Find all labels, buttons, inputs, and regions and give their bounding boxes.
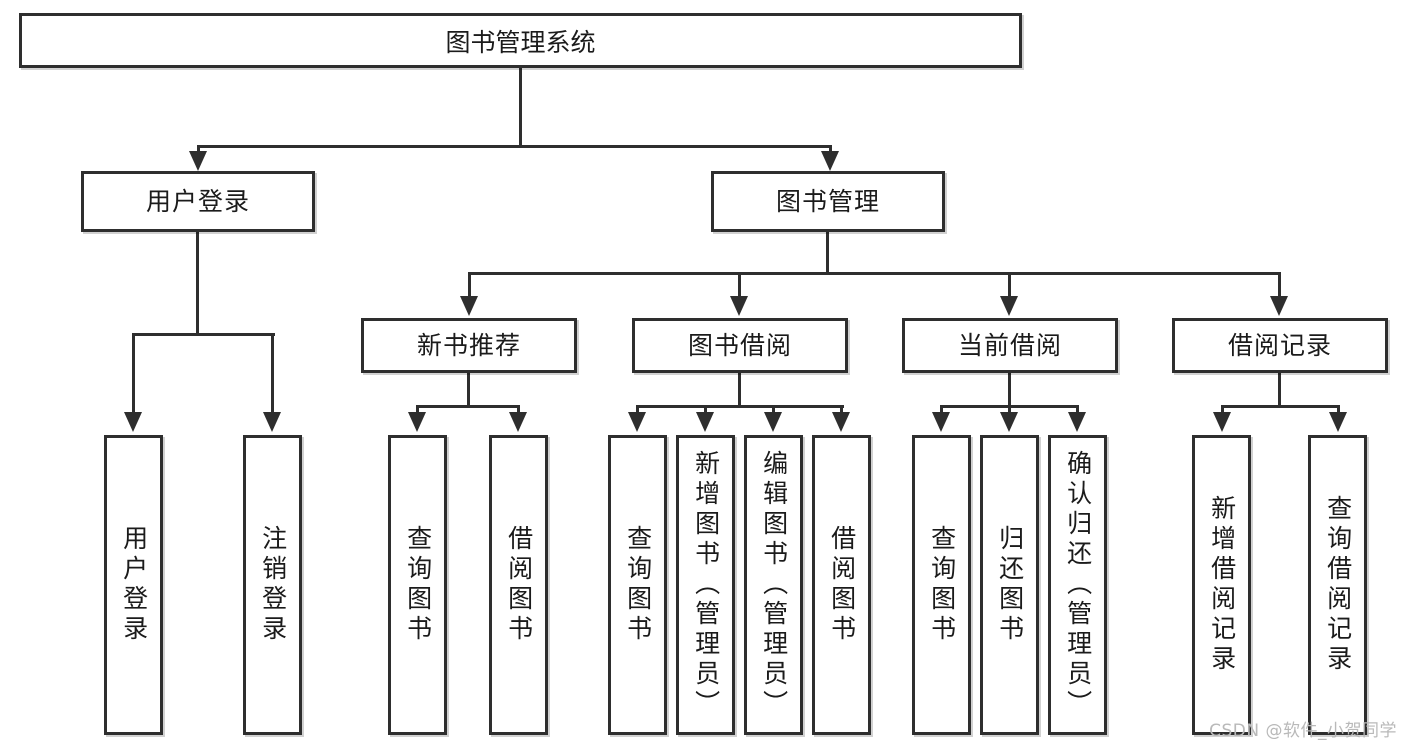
leaf-query-borrow-record[interactable]: 查询借阅记录 bbox=[1308, 435, 1367, 735]
leaf-add-book-admin[interactable]: 新增图书（管理员） bbox=[676, 435, 735, 735]
node-label: 用户登录 bbox=[119, 525, 149, 645]
arrow-to-leaf-logout bbox=[263, 412, 281, 432]
arrow-to-leaf-br-2 bbox=[1329, 412, 1347, 432]
node-current-borrow[interactable]: 当前借阅 bbox=[902, 318, 1118, 373]
node-label: 查询图书 bbox=[403, 525, 433, 645]
connector-user-login-drop-2 bbox=[271, 333, 274, 419]
arrow-to-leaf-nbr-2 bbox=[509, 412, 527, 432]
connector-br-bus bbox=[1222, 405, 1339, 408]
arrow-to-leaf-cb-1 bbox=[932, 412, 950, 432]
node-label: 查询图书 bbox=[623, 525, 653, 645]
connector-bm-drop-1 bbox=[468, 272, 471, 302]
arrow-to-book-management bbox=[821, 151, 839, 171]
connector-user-login-bus bbox=[133, 333, 275, 336]
connector-bm-drop-4 bbox=[1278, 272, 1281, 302]
arrow-to-leaf-bb-1 bbox=[628, 412, 646, 432]
arrow-to-leaf-user-login bbox=[124, 412, 142, 432]
node-label: 确认归还（管理员） bbox=[1063, 450, 1093, 720]
node-label: 图书管理系统 bbox=[445, 27, 596, 57]
arrow-to-leaf-cb-2 bbox=[1000, 412, 1018, 432]
node-label: 用户登录 bbox=[145, 186, 250, 216]
node-label: 新增借阅记录 bbox=[1207, 495, 1237, 675]
arrow-to-leaf-bb-3 bbox=[764, 412, 782, 432]
connector-bm-drop-2 bbox=[738, 272, 741, 302]
arrow-to-current-borrow bbox=[1000, 296, 1018, 316]
connector-bb-trunk bbox=[738, 373, 741, 407]
node-label: 当前借阅 bbox=[957, 330, 1062, 360]
arrow-to-borrow-record bbox=[1270, 296, 1288, 316]
leaf-query-book-cb[interactable]: 查询图书 bbox=[912, 435, 971, 735]
node-label: 借阅图书 bbox=[827, 525, 857, 645]
node-user-login[interactable]: 用户登录 bbox=[81, 171, 315, 232]
connector-bb-bus bbox=[637, 405, 844, 408]
leaf-user-login[interactable]: 用户登录 bbox=[104, 435, 163, 735]
watermark-text: CSDN @软件_小贺同学 bbox=[1209, 721, 1397, 741]
node-book-management[interactable]: 图书管理 bbox=[711, 171, 945, 232]
arrow-to-leaf-bb-2 bbox=[696, 412, 714, 432]
arrow-to-book-borrow bbox=[730, 296, 748, 316]
node-label: 查询借阅记录 bbox=[1323, 495, 1353, 675]
connector-book-management-bus bbox=[469, 272, 1281, 275]
leaf-query-book-bb[interactable]: 查询图书 bbox=[608, 435, 667, 735]
connector-cb-trunk bbox=[1008, 373, 1011, 407]
connector-user-login-trunk bbox=[196, 232, 199, 336]
node-book-borrow[interactable]: 图书借阅 bbox=[632, 318, 848, 373]
node-label: 借阅图书 bbox=[504, 525, 534, 645]
connector-nbr-bus bbox=[417, 405, 520, 408]
leaf-borrow-book-bb[interactable]: 借阅图书 bbox=[812, 435, 871, 735]
leaf-edit-book-admin[interactable]: 编辑图书（管理员） bbox=[744, 435, 803, 735]
leaf-query-book-nbr[interactable]: 查询图书 bbox=[388, 435, 447, 735]
leaf-borrow-book-nbr[interactable]: 借阅图书 bbox=[489, 435, 548, 735]
node-label: 图书管理 bbox=[775, 186, 880, 216]
connector-br-trunk bbox=[1278, 373, 1281, 407]
leaf-return-book[interactable]: 归还图书 bbox=[980, 435, 1039, 735]
node-book-management-system[interactable]: 图书管理系统 bbox=[19, 13, 1022, 68]
leaf-confirm-return-admin[interactable]: 确认归还（管理员） bbox=[1048, 435, 1107, 735]
node-label: 图书借阅 bbox=[687, 330, 792, 360]
connector-root-trunk bbox=[519, 68, 522, 147]
leaf-logout[interactable]: 注销登录 bbox=[243, 435, 302, 735]
arrow-to-user-login bbox=[189, 151, 207, 171]
node-label: 借阅记录 bbox=[1227, 330, 1332, 360]
node-label: 归还图书 bbox=[995, 525, 1025, 645]
connector-book-management-trunk bbox=[826, 232, 829, 274]
leaf-add-borrow-record[interactable]: 新增借阅记录 bbox=[1192, 435, 1251, 735]
connector-user-login-drop-1 bbox=[132, 333, 135, 419]
connector-nbr-trunk bbox=[467, 373, 470, 407]
node-label: 新书推荐 bbox=[416, 330, 521, 360]
node-label: 新增图书（管理员） bbox=[691, 450, 721, 720]
arrow-to-leaf-cb-3 bbox=[1068, 412, 1086, 432]
connector-root-bus bbox=[199, 145, 832, 148]
arrow-to-leaf-bb-4 bbox=[832, 412, 850, 432]
node-new-book-recommend[interactable]: 新书推荐 bbox=[361, 318, 577, 373]
arrow-to-leaf-nbr-1 bbox=[408, 412, 426, 432]
node-borrow-record[interactable]: 借阅记录 bbox=[1172, 318, 1388, 373]
node-label: 查询图书 bbox=[927, 525, 957, 645]
arrow-to-new-book-recommend bbox=[460, 296, 478, 316]
node-label: 编辑图书（管理员） bbox=[759, 450, 789, 720]
arrow-to-leaf-br-1 bbox=[1213, 412, 1231, 432]
node-label: 注销登录 bbox=[258, 525, 288, 645]
connector-bm-drop-3 bbox=[1008, 272, 1011, 302]
